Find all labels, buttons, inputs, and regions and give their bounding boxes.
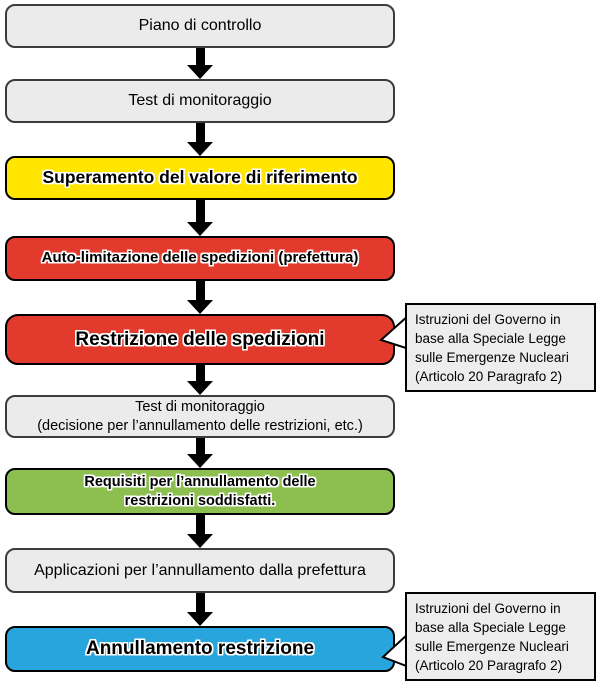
flow-box-label: Restrizione delle spedizioni: [75, 328, 325, 350]
arrow-stem: [195, 123, 205, 142]
callout-line: sulle Emergenze Nucleari: [415, 350, 569, 365]
flow-box-label: Piano di controllo: [138, 17, 262, 34]
flow-box-label-line2: (decisione per l’annullamento delle rest…: [37, 417, 363, 434]
arrow-head-icon: [187, 612, 213, 626]
down-arrow: [187, 593, 213, 626]
arrow-stem: [195, 200, 205, 222]
arrow-head-icon: [187, 454, 213, 468]
callout-line: Istruzioni del Governo in: [415, 312, 561, 327]
down-arrow: [187, 515, 213, 548]
flow-box-restrizione-spedizioni: Restrizione delle spedizioni: [5, 314, 395, 365]
flow-box-label: Test di monitoraggio: [135, 399, 265, 416]
arrow-stem: [195, 438, 205, 454]
callout-line: sulle Emergenze Nucleari: [415, 639, 569, 654]
arrow-stem: [195, 281, 205, 300]
flow-box-requisiti-annullamento: Requisiti per l’annullamento delle restr…: [5, 468, 395, 515]
arrow-head-icon: [187, 65, 213, 79]
callout-line: (Articolo 20 Paragrafo 2): [415, 658, 563, 673]
callout-line: base alla Speciale Legge: [415, 620, 566, 635]
arrow-stem: [195, 48, 205, 65]
flow-box-test-di-monitoraggio: Test di monitoraggio: [5, 79, 395, 123]
flow-box-label: Superamento del valore di riferimento: [42, 167, 358, 188]
flow-box-label: Annullamento restrizione: [85, 638, 315, 660]
flow-box-label: Test di monitoraggio: [128, 92, 272, 109]
down-arrow: [187, 48, 213, 79]
arrow-stem: [195, 365, 205, 381]
down-arrow: [187, 123, 213, 156]
callout-line: (Articolo 20 Paragrafo 2): [415, 369, 563, 384]
arrow-stem: [195, 515, 205, 534]
arrow-head-icon: [187, 300, 213, 314]
flow-box-annullamento-restrizione: Annullamento restrizione: [5, 626, 395, 672]
arrow-head-icon: [187, 142, 213, 156]
down-arrow: [187, 438, 213, 468]
flow-box-auto-limitazione: Auto-limitazione delle spedizioni (prefe…: [5, 236, 395, 281]
down-arrow: [187, 365, 213, 395]
down-arrow: [187, 281, 213, 314]
arrow-head-icon: [187, 381, 213, 395]
arrow-head-icon: [187, 222, 213, 236]
flow-box-superamento-valore: Superamento del valore di riferimento: [5, 156, 395, 200]
flow-box-piano-di-controllo: Piano di controllo: [5, 4, 395, 48]
callout-istruzioni-governo: Istruzioni del Governo in base alla Spec…: [405, 592, 596, 681]
flow-box-label: Applicazioni per l’annullamento dalla pr…: [34, 561, 366, 579]
down-arrow: [187, 200, 213, 236]
flow-box-test-di-monitoraggio-2: Test di monitoraggio (decisione per l’an…: [5, 395, 395, 438]
callout-line: base alla Speciale Legge: [415, 331, 566, 346]
flow-box-applicazioni-annullamento: Applicazioni per l’annullamento dalla pr…: [5, 548, 395, 593]
callout-line: Istruzioni del Governo in: [415, 601, 561, 616]
flow-box-label: Auto-limitazione delle spedizioni (prefe…: [41, 249, 359, 267]
flow-box-label-line2: restrizioni soddisfatti.: [124, 492, 276, 509]
arrow-head-icon: [187, 534, 213, 548]
callout-istruzioni-governo: Istruzioni del Governo in base alla Spec…: [405, 303, 596, 392]
arrow-stem: [195, 593, 205, 612]
flow-box-label: Requisiti per l’annullamento delle: [84, 474, 316, 491]
